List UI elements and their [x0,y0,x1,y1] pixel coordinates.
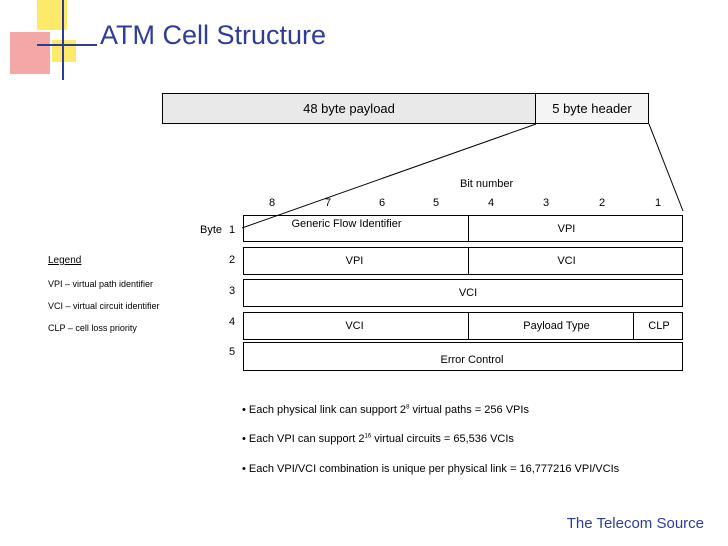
bit-2: 2 [598,197,606,209]
legend-item-clp: CLP – cell loss priority [48,323,137,333]
connector-left-line [241,123,537,229]
vci-field-2: VCI [469,248,684,274]
bullet-3-text: • Each VPI/VCI combination is unique per… [242,463,620,475]
error-control-field: Error Control [244,343,684,370]
bullet-2-text: • Each VPI can support 2 [242,433,365,445]
byte-prefix: Byte [200,224,223,236]
clp-field: CLP [634,313,684,339]
row-4-divider-1 [468,313,469,339]
header-row-4: VCI Payload Type CLP [243,312,683,340]
payload-type-label: Payload Type [523,320,590,332]
bit-number-label: Bit number [460,178,514,190]
error-control-label: Error Control [440,354,504,366]
bullet-2-rest: virtual circuits = 65,536 VCIs [371,433,514,445]
byte-3-label: 3 [229,285,236,297]
legend-item-vpi: VPI – virtual path identifier [48,279,154,289]
gfi-label: Generic Flow Identifier [291,217,402,230]
legend-item-vci: VCI – virtual circuit identifier [48,301,160,311]
bullet-2-exponent: 16 [364,433,372,440]
bullet-1-rest: virtual paths = 256 VPIs [409,404,529,416]
payload-bar: 48 byte payload [162,93,536,124]
vci-label-4: VCI [345,320,364,332]
header-row-3: VCI [243,279,683,307]
page-title: ATM Cell Structure [100,20,327,50]
legend-title: Legend [48,255,82,266]
clp-label: CLP [648,320,670,332]
bit-1: 1 [654,197,662,209]
header-row-5: Error Control [243,342,683,371]
bit-3: 3 [542,197,550,209]
bullet-1-text: • Each physical link can support 2 [242,404,407,416]
row-1-divider [468,216,469,241]
deco-vertical-line [62,0,64,80]
vci-label-2: VCI [557,255,576,267]
vci-field-3: VCI [244,280,684,306]
bullet-vci-capacity: • Each VPI can support 216 virtual circu… [242,433,514,445]
payload-label: 48 byte payload [303,101,395,116]
payload-type-field: Payload Type [469,313,634,339]
byte-2-label: 2 [229,254,236,266]
header-label: 5 byte header [552,101,632,116]
gfi-field: Generic Flow Identifier [244,216,469,241]
byte-1-label: 1 [229,224,236,236]
deco-red-square [10,32,50,74]
byte-4-label: 4 [229,316,236,328]
bit-5: 5 [432,197,440,209]
bit-4: 4 [487,197,495,209]
bit-7: 7 [324,197,332,209]
bullet-vpi-vci-unique: • Each VPI/VCI combination is unique per… [242,463,619,475]
deco-horizontal-line [37,44,97,46]
byte-5-label: 5 [229,346,236,358]
bullet-vpi-capacity: • Each physical link can support 28 virt… [242,404,529,416]
vpi-label-2: VPI [345,255,364,267]
bullet-1-exponent: 8 [406,404,410,411]
vci-field-4: VCI [244,313,469,339]
vpi-field-1: VPI [469,216,684,241]
header-bar: 5 byte header [535,93,649,124]
vpi-field-2: VPI [244,248,469,274]
bit-6: 6 [378,197,386,209]
vpi-label-1: VPI [557,222,576,235]
vci-label-3: VCI [458,287,478,299]
connector-right-line [648,123,684,212]
row-2-divider [468,248,469,274]
bit-8: 8 [268,197,276,209]
header-row-2: VPI VCI [243,247,683,275]
row-4-divider-2 [633,313,634,339]
footer-brand: The Telecom Source [566,515,704,532]
header-row-1: Generic Flow Identifier VPI [243,215,683,242]
